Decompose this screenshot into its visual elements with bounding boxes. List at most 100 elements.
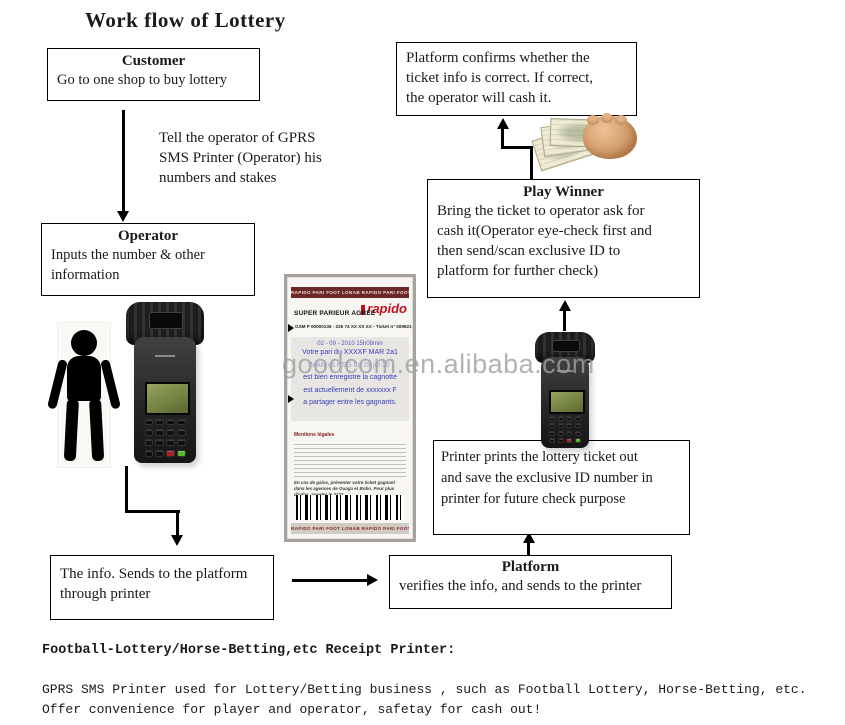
rapido-logo-tick bbox=[361, 305, 365, 315]
pos-key-confirm bbox=[177, 449, 186, 457]
pos-paper-slot bbox=[552, 339, 580, 353]
footer-line: GPRS SMS Printer used for Lottery/Bettin… bbox=[42, 682, 807, 697]
arrow-winner-to-platform-head bbox=[497, 118, 509, 129]
arrow-pos-to-winner-head bbox=[559, 300, 571, 311]
arrow-customer-to-operator-line bbox=[122, 110, 125, 212]
pos-key bbox=[155, 439, 164, 447]
pos-key bbox=[557, 438, 564, 444]
arrow-info-to-platform-head bbox=[367, 574, 378, 586]
pos-key bbox=[166, 418, 175, 426]
pos-key bbox=[549, 423, 556, 429]
pos-key-cancel bbox=[166, 449, 175, 457]
pos-key-cancel bbox=[566, 438, 573, 444]
rapido-logo: rapido bbox=[367, 301, 407, 316]
hand-knuckle bbox=[587, 115, 599, 125]
ticket-bet-panel: 02 - 09 - 2010 15h08min Votre pari du XX… bbox=[291, 337, 409, 421]
tell-operator-note-line: numbers and stakes bbox=[159, 170, 277, 186]
ticket-legal-note: En cas de gains, présenter votre ticket … bbox=[294, 480, 396, 497]
ticket-body-line: est bien enregistre la cagnotte bbox=[303, 374, 397, 381]
operator-person-image bbox=[47, 322, 121, 468]
arrow-printer-to-info-line bbox=[176, 510, 179, 536]
ticket-edge-bottom: RAPIDO PARI FOOT LONAB RAPIDO PARI FOOT … bbox=[291, 523, 409, 534]
pos-key bbox=[166, 439, 175, 447]
ticket-gsm-line: GSM P 00000136 - 226 74 XX XX XX - Ticke… bbox=[295, 324, 412, 329]
platform-confirms-box: Platform confirms whether the ticket inf… bbox=[396, 42, 637, 116]
pos-key bbox=[566, 423, 573, 429]
pos-lcd-screen bbox=[549, 389, 585, 415]
platform-confirms-line: ticket info is correct. If correct, bbox=[406, 70, 593, 86]
tell-operator-note-line: Tell the operator of GPRS bbox=[159, 130, 316, 146]
pos-terminal-left-image bbox=[124, 299, 206, 465]
arrow-printer-to-info-head bbox=[171, 535, 183, 546]
cash-hand-image bbox=[531, 113, 637, 179]
platform-verifies-box: Platform verifies the info, and sends to… bbox=[389, 555, 672, 609]
pos-key bbox=[144, 449, 153, 457]
printer-prints-line: Printer prints the lottery ticket out bbox=[441, 449, 638, 465]
info-send-box: The info. Sends to the platform through … bbox=[50, 555, 274, 620]
pos-key bbox=[155, 428, 164, 436]
platform-verifies-line: verifies the info, and sends to the prin… bbox=[399, 578, 642, 594]
pos-key bbox=[557, 415, 564, 421]
pos-key bbox=[177, 439, 186, 447]
pos-key bbox=[166, 428, 175, 436]
arrow-printer-to-info-line bbox=[125, 510, 180, 513]
arrow-customer-to-operator-head bbox=[117, 211, 129, 222]
ticket-body-line: est actuellement de xxxxxxx F bbox=[303, 386, 397, 394]
pos-key bbox=[549, 430, 556, 436]
lottery-ticket-image: RAPIDO PARI FOOT LONAB RAPIDO PARI FOOT … bbox=[284, 274, 416, 542]
ticket-date-line: 02 - 09 - 2010 15h08min bbox=[317, 341, 383, 347]
ticket-barcode bbox=[296, 495, 404, 520]
printer-prints-line: printer for future check purpose bbox=[441, 491, 626, 507]
pos-key-confirm bbox=[574, 438, 581, 444]
platform-confirms-line: the operator will cash it. bbox=[406, 90, 552, 106]
person-arm bbox=[100, 358, 121, 410]
play-winner-title: Play Winner bbox=[523, 184, 604, 200]
tell-operator-note: Tell the operator of GPRS SMS Printer (O… bbox=[159, 128, 322, 188]
customer-box-title: Customer bbox=[121, 53, 186, 69]
ticket-pointer-icon bbox=[288, 324, 294, 332]
hand-knuckle bbox=[601, 113, 613, 123]
arrow-winner-to-platform-line bbox=[501, 127, 504, 149]
printer-prints-line: and save the exclusive ID number in bbox=[441, 470, 653, 486]
arrow-winner-to-platform-line bbox=[501, 146, 533, 149]
play-winner-line: Bring the ticket to operator ask for bbox=[437, 203, 645, 219]
tell-operator-note-line: SMS Printer (Operator) his bbox=[159, 150, 322, 166]
person-leg bbox=[63, 398, 79, 462]
page-title: Work flow of Lottery bbox=[85, 8, 286, 32]
operator-box-line: information bbox=[51, 267, 120, 283]
pos-key bbox=[566, 430, 573, 436]
pos-key bbox=[557, 430, 564, 436]
ticket-pointer-icon bbox=[288, 395, 294, 403]
platform-confirms-line: Platform confirms whether the bbox=[406, 50, 590, 66]
play-winner-line: cash it(Operator eye-check first and bbox=[437, 223, 652, 239]
pos-key bbox=[144, 439, 153, 447]
pos-key bbox=[155, 418, 164, 426]
operator-box: Operator Inputs the number & other infor… bbox=[41, 223, 255, 296]
play-winner-box: Play Winner Bring the ticket to operator… bbox=[427, 179, 700, 298]
platform-verifies-title: Platform bbox=[501, 559, 560, 575]
arrow-pos-to-winner-line bbox=[563, 309, 566, 331]
ticket-agree-line: SUPER PARIEUR AGREE bbox=[294, 310, 376, 317]
arrow-printer-to-info-line bbox=[125, 466, 128, 513]
ticket-edge-top: RAPIDO PARI FOOT LONAB RAPIDO PARI FOOT … bbox=[291, 287, 409, 298]
play-winner-line: then send/scan exclusive ID to bbox=[437, 243, 621, 259]
ticket-body-line: MAR vs PSG du 28 jui 10 bbox=[310, 361, 390, 369]
info-send-line: through printer bbox=[60, 586, 151, 602]
hand-knuckle bbox=[615, 115, 627, 125]
info-send-line: The info. Sends to the platform bbox=[60, 566, 248, 582]
pos-key bbox=[574, 415, 581, 421]
person-torso bbox=[67, 356, 101, 401]
pos-paper-slot bbox=[148, 312, 184, 330]
pos-brand-line bbox=[557, 369, 573, 372]
person-arm bbox=[47, 358, 68, 410]
pos-terminal-right-image bbox=[533, 330, 597, 449]
pos-key bbox=[557, 423, 564, 429]
pos-key bbox=[574, 423, 581, 429]
person-head bbox=[71, 330, 97, 356]
arrow-platform-to-printer-head bbox=[523, 532, 535, 543]
watermark-text: goodcom.en.alibaba.com bbox=[282, 349, 595, 379]
ticket-legal-title: Mentions légales bbox=[294, 432, 335, 438]
ticket-legal-microtext bbox=[294, 441, 406, 477]
operator-box-title: Operator bbox=[118, 228, 178, 244]
pos-key bbox=[566, 415, 573, 421]
